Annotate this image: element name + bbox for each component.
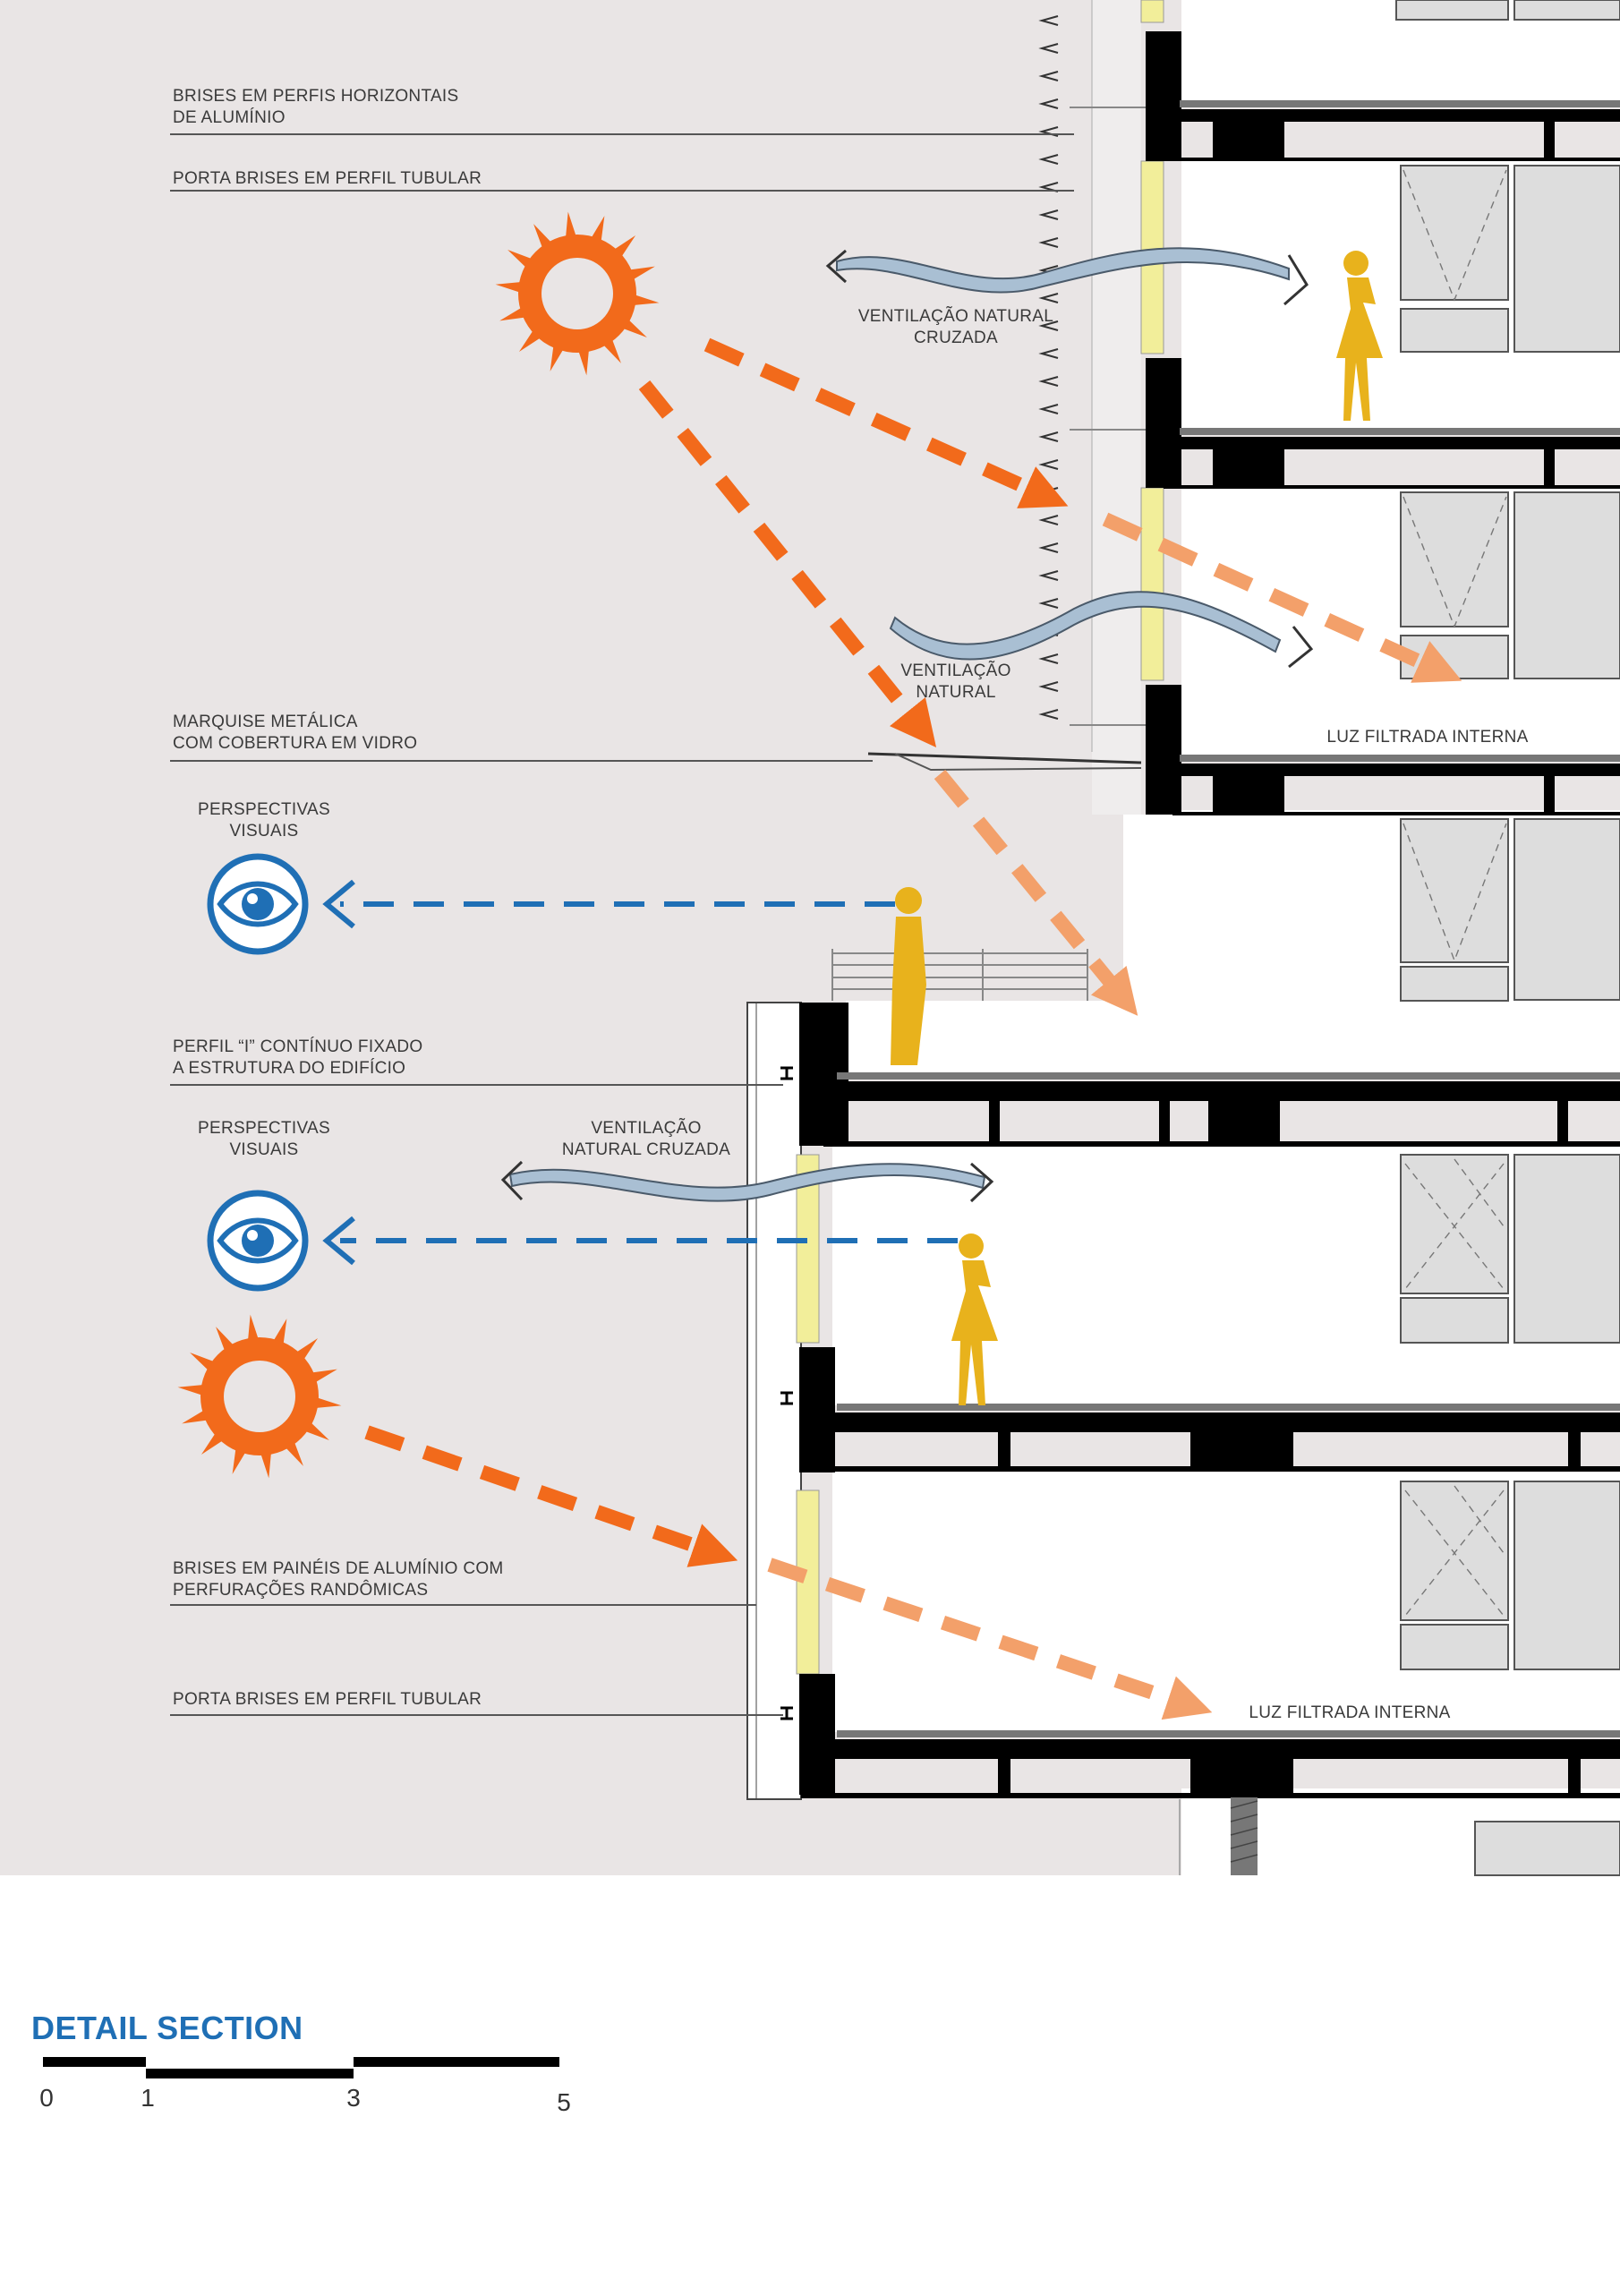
svg-text:LUZ FILTRADA INTERNA: LUZ FILTRADA INTERNA (1249, 1703, 1450, 1722)
brise-fin (1038, 653, 1059, 664)
svg-text:VISUAIS: VISUAIS (229, 822, 298, 841)
svg-text:PORTA BRISES EM PERFIL TUBULAR: PORTA BRISES EM PERFIL TUBULAR (173, 169, 482, 188)
arrow-icon (767, 1558, 1213, 1720)
eye-icon (207, 1190, 309, 1292)
svg-text:PERSPECTIVAS: PERSPECTIVAS (198, 800, 330, 819)
svg-text:5: 5 (557, 2088, 571, 2116)
label-ventilacao-cruzada-top: VENTILAÇÃO NATURAL CRUZADA (858, 306, 1053, 347)
person-icon (1336, 251, 1383, 421)
upper-building (1092, 0, 1620, 1079)
label-marquise: MARQUISE METÁLICA COM COBERTURA EM VIDRO (173, 713, 417, 753)
brise-fin (1038, 154, 1059, 165)
label-brises-horizontais: BRISES EM PERFIS HORIZONTAIS DE ALUMÍNIO (173, 87, 458, 127)
svg-text:1: 1 (141, 2084, 155, 2112)
svg-text:VENTILAÇÃO NATURAL: VENTILAÇÃO NATURAL (858, 306, 1053, 326)
brise-fin (1038, 598, 1059, 609)
window-elevation (1400, 1154, 1620, 1876)
scale-bar-ticks: 0 1 3 5 (39, 2084, 571, 2116)
brise-fin (1038, 709, 1059, 720)
arrow-icon (934, 769, 1138, 1016)
arrow-icon (703, 337, 1069, 508)
scale-bar (43, 2057, 559, 2078)
brise-fin (1038, 570, 1059, 581)
page-title: DETAIL SECTION (31, 2010, 303, 2046)
view-arrows (322, 879, 958, 1266)
brise-fin (1038, 348, 1059, 359)
brise-fin (1038, 209, 1059, 220)
glass-panel (1140, 487, 1164, 681)
sun-icon (495, 211, 660, 376)
svg-text:BRISES EM PERFIS HORIZONTAIS: BRISES EM PERFIS HORIZONTAIS (173, 87, 458, 106)
svg-text:COM COBERTURA EM VIDRO: COM COBERTURA EM VIDRO (173, 734, 417, 753)
brise-fin (1038, 237, 1059, 248)
brise-fin (1038, 376, 1059, 387)
glass-panel (1140, 0, 1164, 23)
label-ventilacao-cruzada-bottom: VENTILAÇÃO NATURAL CRUZADA (562, 1118, 730, 1159)
svg-text:LUZ FILTRADA INTERNA: LUZ FILTRADA INTERNA (1326, 728, 1528, 747)
arrow-icon (638, 380, 937, 747)
brise-fin (1038, 515, 1059, 525)
brise-fin (1038, 43, 1059, 54)
label-perspectivas-top: PERSPECTIVAS VISUAIS (198, 800, 330, 841)
svg-text:MARQUISE METÁLICA: MARQUISE METÁLICA (173, 713, 358, 731)
brise-fins-horizontal (1070, 0, 1146, 752)
sunlight-arrows (364, 337, 1462, 1720)
svg-text:PORTA BRISES EM PERFIL TUBULAR: PORTA BRISES EM PERFIL TUBULAR (173, 1690, 482, 1709)
label-ventilacao-natural: VENTILAÇÃO NATURAL (900, 661, 1010, 702)
svg-text:PERFIL “I” CONTÍNUO FIXADO: PERFIL “I” CONTÍNUO FIXADO (173, 1037, 422, 1056)
eye-icon (207, 853, 309, 955)
label-perspectivas-bottom: PERSPECTIVAS VISUAIS (198, 1119, 330, 1159)
svg-text:VISUAIS: VISUAIS (229, 1140, 298, 1159)
floor-slab (1164, 100, 1620, 161)
arrow-icon (1102, 512, 1462, 683)
svg-text:NATURAL CRUZADA: NATURAL CRUZADA (562, 1140, 730, 1159)
brise-fin (1038, 320, 1059, 331)
marquise-canopy (170, 752, 1142, 772)
sun-icon (177, 1314, 342, 1479)
airflow-ribbon-icon (508, 247, 1290, 1202)
brise-fin (1038, 15, 1059, 26)
paper-area (0, 1875, 1620, 2292)
svg-text:PERSPECTIVAS: PERSPECTIVAS (198, 1119, 330, 1138)
svg-text:A ESTRUTURA DO EDIFÍCIO: A ESTRUTURA DO EDIFÍCIO (173, 1059, 405, 1078)
label-porta-brises-bottom: PORTA BRISES EM PERFIL TUBULAR (173, 1690, 482, 1709)
i-profile-fixing (780, 1066, 793, 1720)
label-luz-top: LUZ FILTRADA INTERNA (1326, 728, 1528, 747)
svg-text:CRUZADA: CRUZADA (914, 329, 998, 347)
brise-fin (1038, 431, 1059, 442)
arrow-icon (364, 1425, 738, 1567)
svg-text:BRISES EM PAINÉIS DE ALUMÍNIO: BRISES EM PAINÉIS DE ALUMÍNIO COM (173, 1559, 504, 1578)
person-icon (891, 887, 926, 1065)
leader-lines (170, 133, 1074, 1716)
label-luz-bottom: LUZ FILTRADA INTERNA (1249, 1703, 1450, 1722)
brise-fin (1038, 293, 1059, 303)
label-porta-brises-top: PORTA BRISES EM PERFIL TUBULAR (173, 169, 482, 188)
floor-slab (801, 1404, 1620, 1472)
person-icon (951, 1233, 998, 1405)
brise-fin (1038, 404, 1059, 414)
svg-text:0: 0 (39, 2084, 54, 2112)
svg-text:NATURAL: NATURAL (916, 683, 995, 702)
brise-fin (1038, 71, 1059, 81)
window-elevation (1395, 0, 1620, 1002)
brise-fin (1038, 98, 1059, 109)
svg-text:VENTILAÇÃO: VENTILAÇÃO (591, 1118, 701, 1138)
airflow-arrowheads (500, 249, 1314, 1203)
brise-fin (1038, 681, 1059, 692)
floor-slab (801, 1072, 1620, 1147)
svg-text:DE ALUMÍNIO: DE ALUMÍNIO (173, 108, 286, 127)
brise-fin (1038, 542, 1059, 553)
label-perfil-i: PERFIL “I” CONTÍNUO FIXADO A ESTRUTURA D… (173, 1037, 422, 1078)
floor-slab (801, 1730, 1620, 1798)
floor-slab (1164, 755, 1620, 815)
svg-text:PERFURAÇÕES RANDÔMICAS: PERFURAÇÕES RANDÔMICAS (173, 1580, 428, 1600)
label-brises-paineis: BRISES EM PAINÉIS DE ALUMÍNIO COM PERFUR… (173, 1559, 504, 1600)
svg-text:VENTILAÇÃO: VENTILAÇÃO (900, 661, 1010, 680)
svg-text:3: 3 (346, 2084, 361, 2112)
terrace-railing (831, 949, 1088, 1001)
floor-slab (1164, 428, 1620, 489)
